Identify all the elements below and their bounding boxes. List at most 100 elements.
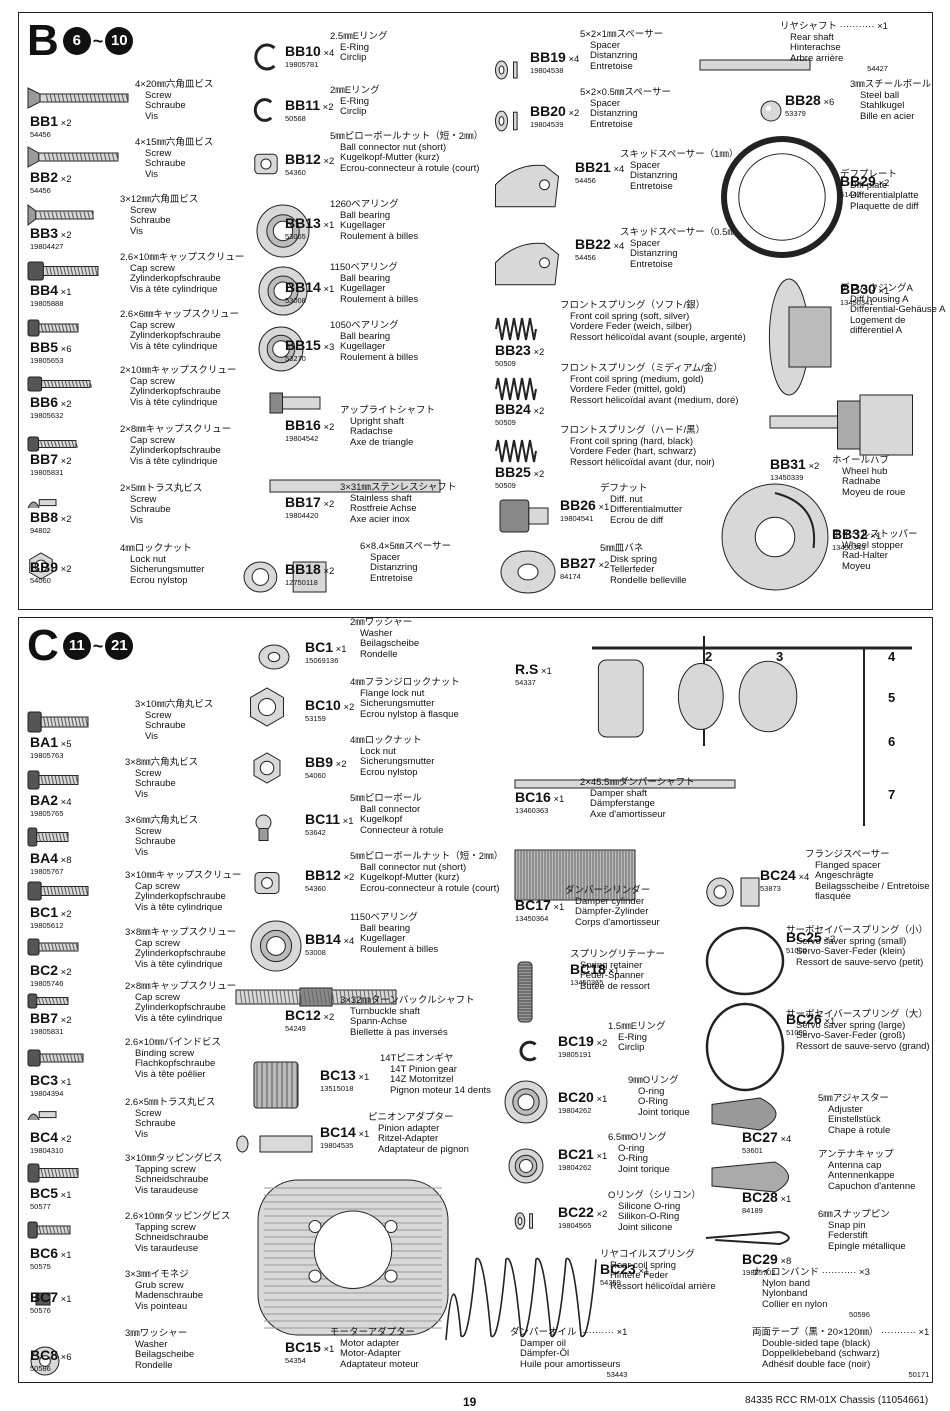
- part-bb1-illustration: [27, 87, 129, 109]
- part-name-fr: Vis: [130, 225, 144, 237]
- part-name-fr: Vis: [135, 788, 149, 800]
- part-bc24-illustration: [706, 877, 760, 907]
- part-name-de: Sicherungsmutter: [130, 564, 205, 575]
- part-bc21-illustration: [508, 1148, 544, 1184]
- part-japanese-name: アンテナキャップ: [818, 1149, 894, 1160]
- part-number: 53873: [760, 883, 781, 893]
- part-japanese-name: 2㎜ワッシャー: [350, 617, 413, 628]
- part-bb31-illustration: [769, 394, 913, 456]
- part-quantity: ×2: [60, 514, 72, 525]
- step-range: 11 ~ 21: [62, 632, 134, 660]
- tree-part-label: 4: [888, 649, 896, 664]
- part-bb24-illustration: [495, 377, 537, 401]
- part-japanese-name: 2.5㎜Eリング: [330, 31, 388, 42]
- tree-part-label: 3: [776, 649, 784, 664]
- part-japanese-name: 3㎜ワッシャー: [125, 1328, 188, 1339]
- part-number: 19805831: [30, 467, 64, 477]
- section-c-header: C 11 ~ 21: [27, 621, 134, 670]
- part-name-en: Spacer: [630, 159, 661, 171]
- part-bb2-illustration: [27, 146, 119, 168]
- part-code: BC10: [305, 697, 341, 713]
- part-name-en: O-ring: [638, 1085, 665, 1097]
- part-quantity: ×2: [60, 118, 72, 129]
- section-letter: C: [27, 621, 59, 670]
- part-quantity: ×1: [358, 1072, 370, 1083]
- part-number: 53443: [606, 1370, 628, 1379]
- part-name-de: Zylinderkopfschraube: [135, 891, 226, 902]
- part-bb12c-description: 5㎜ピローボールナット（短・2㎜）Ball connector nut (sho…: [350, 851, 503, 894]
- part-bc12-illustration: [235, 987, 397, 1007]
- part-name-de: Federstift: [828, 1230, 868, 1241]
- part-code: BC7: [30, 1289, 59, 1305]
- part-name-en: Tapping screw: [135, 1221, 196, 1233]
- part-bc14-illustration: [236, 1135, 313, 1153]
- part-ba4-illustration: [27, 827, 69, 847]
- part-number: 19805702: [742, 1267, 776, 1277]
- part-japanese-name: 2×8㎜キャップスクリュー: [125, 981, 237, 992]
- part-code: BC24: [760, 867, 796, 883]
- part-name-fr: Vis à tête cylindrique: [135, 1012, 223, 1024]
- part-bb32-illustration: [721, 483, 829, 591]
- part-quantity: ×2: [323, 566, 335, 577]
- part-code: BB5: [30, 339, 59, 355]
- part-number: 19805191: [558, 1049, 592, 1059]
- part-name-de: Distanzring: [590, 108, 638, 119]
- part-name-fr: Ressort hélicoïdal arrière: [610, 1280, 716, 1292]
- part-quantity: ×2: [60, 456, 72, 467]
- part-quantity: ×1: [323, 284, 335, 295]
- part-name-fr: Ressort de sauve-servo (petit): [796, 956, 924, 968]
- part-bb3-illustration: [27, 203, 95, 227]
- part-japanese-name: 3×10㎜六角丸ビス: [135, 699, 214, 710]
- part-name-en: Turnbuckle shaft: [350, 1005, 420, 1017]
- part-number: 19805746: [30, 978, 64, 988]
- part-quantity: ×1: [598, 502, 610, 513]
- part-name-de: Vordere Feder (mittel, gold): [570, 384, 686, 395]
- part-number: 50586: [30, 1363, 51, 1373]
- part-name-de: Radachse: [350, 426, 393, 437]
- part-name-fr: Vis: [130, 514, 144, 526]
- part-bc15-illustration: [257, 1179, 449, 1336]
- part-number: 53065: [285, 231, 306, 241]
- part-bb8-illustration: [27, 499, 57, 509]
- part-number: 54456: [30, 185, 51, 195]
- part-name-en: 14T Pinion gear: [390, 1063, 457, 1075]
- part-name-de: Antennenkappe: [828, 1170, 895, 1181]
- part-japanese-name: ダンパーシリンダー: [565, 885, 651, 896]
- part-name-fr: Vis taraudeuse: [135, 1184, 199, 1196]
- part-quantity: ×6: [60, 344, 72, 355]
- part-bb9c-illustration: [253, 752, 281, 784]
- part-number: 19804565: [558, 1220, 592, 1230]
- part-japanese-name: アップライトシャフト: [340, 405, 436, 416]
- part-name-en: Rear coil spring: [610, 1259, 676, 1271]
- part-quantity: ×4: [568, 54, 580, 65]
- part-name-fr: Huile pour amortisseurs: [520, 1358, 621, 1370]
- part-japanese-name: 3×8㎜六角丸ビス: [125, 757, 199, 768]
- part-number: 50577: [30, 1201, 51, 1211]
- part-name-fr: Rondelle: [360, 648, 398, 660]
- part-number: 50509: [495, 417, 516, 427]
- part-quantity: ×1: [60, 1250, 72, 1261]
- part-name-en: Spacer: [370, 551, 401, 563]
- part-name-de: Distanzring: [370, 562, 418, 573]
- part-name-de: Differentialmutter: [610, 504, 683, 515]
- part-name-en: O-ring: [618, 1142, 645, 1154]
- part-name-de: Circlip: [340, 52, 367, 63]
- part-name-en: Flanged spacer: [815, 859, 881, 871]
- part-code: BB6: [30, 394, 59, 410]
